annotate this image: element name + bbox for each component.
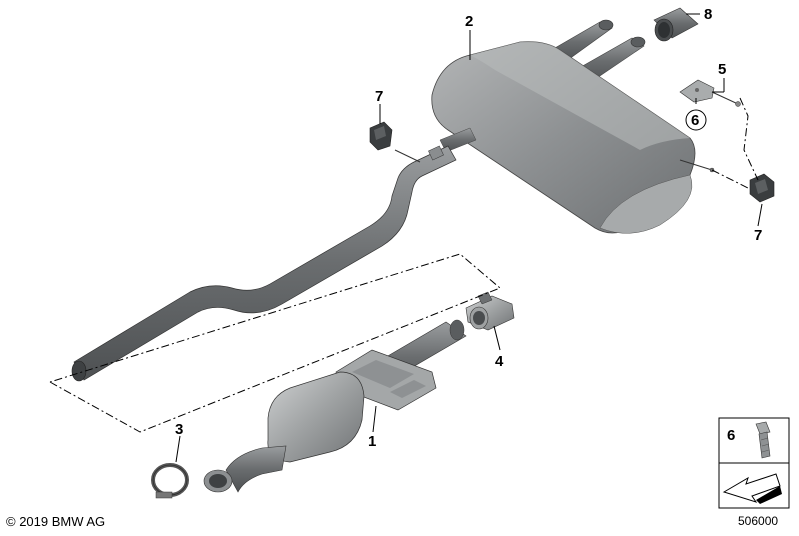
callout-5: 5: [718, 61, 726, 78]
callout-6-circle: [685, 109, 707, 131]
callout-3: 3: [175, 421, 183, 438]
callout-1: 1: [368, 433, 376, 450]
legend-number: 6: [727, 427, 735, 444]
v-band-clamp: [151, 463, 189, 499]
pipe-clamp: [465, 291, 515, 331]
arrow-icon: [722, 473, 782, 504]
assembly-outline: [49, 97, 759, 433]
rear-silencer: [431, 19, 715, 234]
bolt-icon: [755, 421, 771, 459]
catalytic-converter: [203, 319, 467, 493]
bracket: [679, 79, 741, 107]
rubber-mount-right: [749, 173, 775, 203]
callout-6: 6: [691, 112, 699, 129]
callout-2: 2: [465, 13, 473, 30]
callout-8: 8: [704, 6, 712, 23]
tail-pipe-tip: [653, 7, 699, 42]
leader-lines: [175, 13, 763, 463]
callout-7-upper: 7: [375, 88, 383, 105]
legend-box: 6: [718, 417, 790, 509]
diagram-number: 506000: [738, 514, 779, 528]
callout-4: 4: [495, 353, 504, 370]
copyright-text: © 2019 BMW AG: [6, 514, 106, 529]
intermediate-pipe: [71, 145, 457, 382]
callout-7-lower: 7: [754, 227, 762, 244]
rubber-mount-upper: [369, 121, 393, 151]
